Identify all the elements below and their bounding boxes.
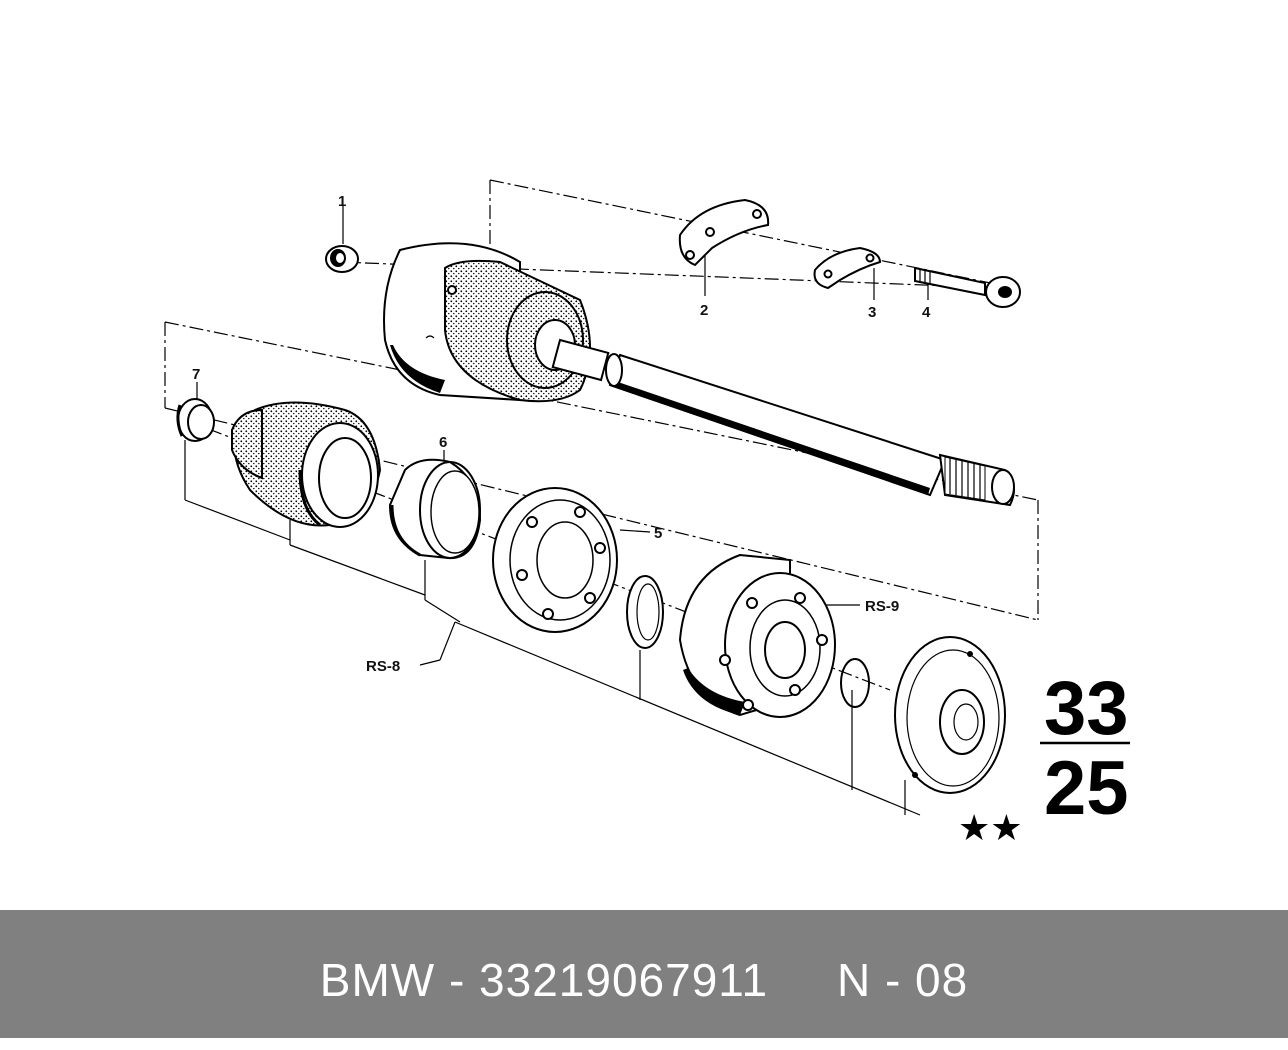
part-number-caption: BMW - 33219067911 N - 08 <box>319 954 969 1006</box>
part-6-ring <box>388 458 482 560</box>
part-1-nut <box>325 245 359 273</box>
part-7-clamp-ring <box>176 398 215 442</box>
exploded-parts-diagram: 1 2 3 4 5 6 7 RS-8 RS-9 33 25 ★★ <box>164 179 1130 849</box>
gasket-ring <box>626 575 664 649</box>
caption-bar: BMW - 33219067911 N - 08 <box>0 910 1288 1038</box>
constant-velocity-joint <box>678 553 836 718</box>
star-marks: ★★ <box>958 808 1023 849</box>
upper-joint-assembly <box>383 242 610 403</box>
splined-shaft-end <box>938 453 1015 507</box>
part-2-plate <box>678 198 770 267</box>
drive-shaft <box>605 353 947 497</box>
label-rs-9: RS-9 <box>865 598 899 615</box>
label-part-5: 5 <box>654 525 662 542</box>
leader-lines <box>184 206 929 816</box>
label-part-1: 1 <box>338 193 346 210</box>
part-3-plate <box>813 246 882 290</box>
label-part-3: 3 <box>868 304 876 321</box>
label-part-6: 6 <box>439 434 447 451</box>
lower-assembly-frame <box>164 321 1039 621</box>
label-part-7: 7 <box>192 366 200 383</box>
part-5-flange <box>492 487 618 633</box>
circlip <box>840 658 870 708</box>
label-part-2: 2 <box>700 302 708 319</box>
joint-cover <box>894 636 1006 794</box>
label-rs-8: RS-8 <box>366 658 400 675</box>
group-code-top: 33 <box>1044 666 1129 751</box>
group-code-bottom: 25 <box>1044 746 1129 831</box>
rubber-boot <box>231 401 382 528</box>
label-part-4: 4 <box>922 304 931 321</box>
part-4-bolt <box>914 266 1021 308</box>
